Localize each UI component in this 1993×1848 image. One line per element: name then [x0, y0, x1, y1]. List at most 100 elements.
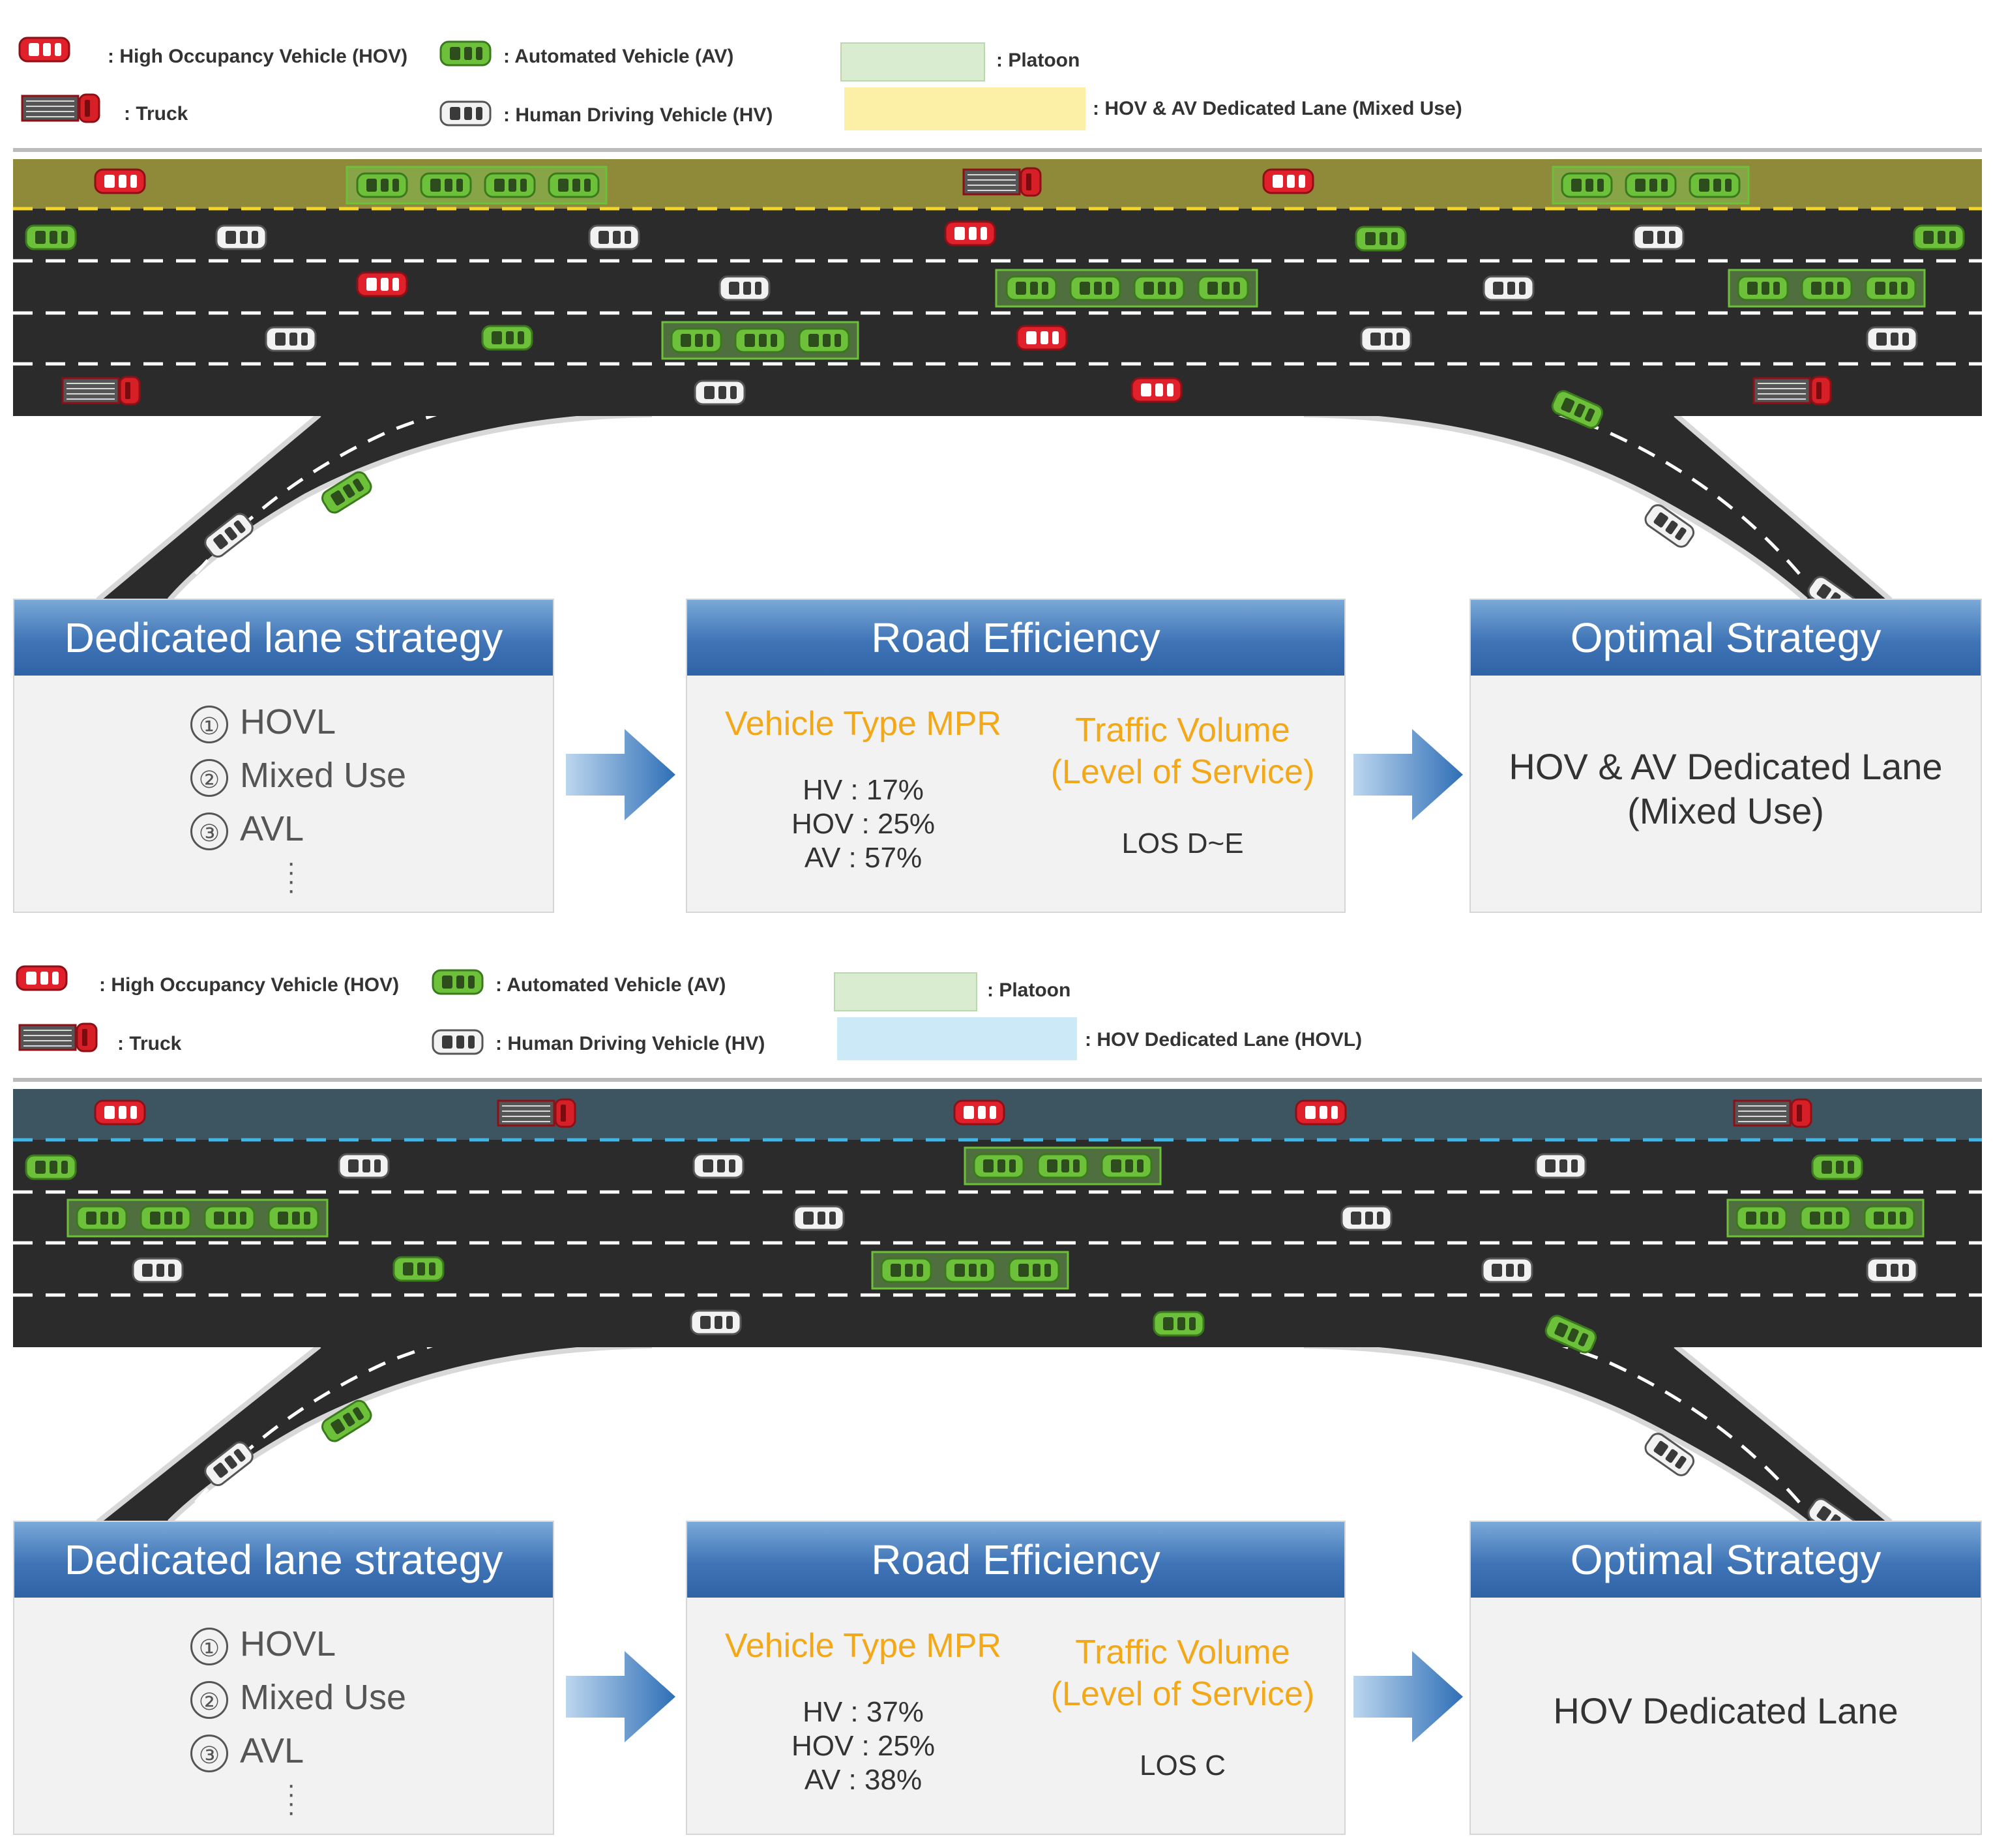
arrow-right-icon: [566, 1651, 675, 1742]
av-vehicle: [25, 1154, 77, 1180]
legend-hovl-label: : HOV Dedicated Lane (HOVL): [1085, 1029, 1362, 1051]
hov-vehicle: [1130, 377, 1183, 403]
legend-truck-icon: [21, 93, 100, 123]
av-vehicle: [1197, 275, 1249, 301]
number-badge: ①: [190, 705, 228, 743]
av-vehicle: [356, 172, 408, 198]
av-vehicle: [734, 327, 786, 353]
legend-hv-icon: [432, 1029, 484, 1055]
av-vehicle: [76, 1205, 128, 1231]
strategy-label: Mixed Use: [240, 1678, 407, 1717]
truck: [1752, 376, 1832, 406]
los-value: LOS C: [1139, 1750, 1226, 1781]
legend-platoon-label: : Platoon: [996, 50, 1080, 71]
hv-vehicle: [215, 224, 267, 250]
number-badge: ②: [190, 758, 228, 797]
hv-vehicle: [338, 1153, 390, 1179]
hov-vehicle: [944, 220, 996, 246]
av-vehicle: [1005, 275, 1057, 301]
traffic-volume-title: Traffic Volume (Level of Service): [1033, 1632, 1333, 1715]
av-vehicle: [1735, 1205, 1788, 1231]
hv-vehicle: [1644, 1433, 1695, 1476]
hov-vehicle: [1262, 168, 1314, 194]
hv-vehicle: [1481, 1257, 1533, 1283]
legend-hov-icon: [16, 965, 68, 991]
mpr-values: HV : 17% HOV : 25% AV : 57%: [713, 773, 1013, 875]
legend-platoon-swatch: [834, 972, 977, 1011]
hv-vehicle: [793, 1205, 845, 1231]
legend: : High Occupancy Vehicle (HOV) : Automat…: [16, 965, 1362, 1060]
box-title: Road Efficiency: [687, 1522, 1344, 1598]
mpr-title: Vehicle Type MPR: [725, 1627, 1001, 1665]
legend-platoon-label: : Platoon: [987, 979, 1070, 1001]
box-title: Optimal Strategy: [1471, 600, 1981, 676]
scenario-hovl-panel: : High Occupancy Vehicle (HOV) : Automat…: [0, 922, 1993, 1848]
los-value: LOS D~E: [1121, 827, 1244, 859]
mpr-av: AV : 57%: [804, 842, 923, 874]
av-vehicle: [1133, 275, 1185, 301]
hov-vehicle: [1016, 325, 1068, 351]
av-vehicle: [798, 327, 850, 353]
hv-vehicle: [692, 1153, 745, 1179]
av-vehicle: [1625, 172, 1677, 198]
av-vehicle: [1069, 275, 1121, 301]
number-badge: ①: [190, 1627, 228, 1665]
box-title: Road Efficiency: [687, 600, 1344, 676]
truck: [1733, 1098, 1812, 1128]
optimal-line1: HOV Dedicated Lane: [1553, 1690, 1898, 1731]
truck: [962, 167, 1042, 197]
av-vehicle: [25, 224, 77, 250]
strategy-label: AVL: [240, 1731, 304, 1770]
strategy-item-mixed-use: ② Mixed Use: [190, 1671, 406, 1724]
mpr-av: AV : 38%: [804, 1764, 923, 1796]
legend-platoon-swatch: [840, 42, 985, 82]
hv-vehicle: [1644, 504, 1695, 548]
av-vehicle: [1913, 224, 1965, 250]
number-badge: ②: [190, 1680, 228, 1719]
av-vehicle: [1100, 1153, 1153, 1179]
traffic-volume-title: Traffic Volume (Level of Service): [1033, 709, 1333, 793]
vehicles: [25, 1098, 1925, 1522]
optimal-strategy-text: HOV & AV Dedicated Lane (Mixed Use): [1471, 745, 1981, 833]
hv-vehicle: [1866, 1257, 1918, 1283]
road-diagram-hovl: : High Occupancy Vehicle (HOV) : Automat…: [13, 965, 1982, 1522]
av-vehicle: [140, 1205, 192, 1231]
strategy-label: HOVL: [240, 702, 336, 741]
av-vehicle: [1689, 172, 1741, 198]
hov-vehicle: [356, 271, 408, 297]
legend-hovl-swatch: [837, 1017, 1077, 1060]
hov-vehicle: [94, 168, 146, 194]
scenario-mixed-use-panel: : High Occupancy Vehicle (HOV) : Automat…: [13, 37, 1982, 913]
legend-hov-label: : High Occupancy Vehicle (HOV): [108, 46, 407, 67]
legend-av-label: : Automated Vehicle (AV): [495, 974, 726, 996]
legend-mixed-lane-label: : HOV & AV Dedicated Lane (Mixed Use): [1093, 98, 1462, 119]
hv-vehicle: [204, 513, 254, 558]
av-vehicle: [267, 1205, 319, 1231]
legend-hv-label: : Human Driving Vehicle (HV): [495, 1033, 765, 1054]
off-ramp: [1303, 363, 1893, 600]
av-vehicle: [1799, 1205, 1852, 1231]
legend-hov-icon: [18, 37, 70, 63]
legend-truck-icon: [18, 1022, 98, 1052]
optimal-strategy-box: Optimal Strategy HOV & AV Dedicated Lane…: [1469, 599, 1982, 913]
hv-vehicle: [1535, 1153, 1587, 1179]
av-vehicle: [973, 1153, 1025, 1179]
av-vehicle: [1865, 275, 1917, 301]
legend: : High Occupancy Vehicle (HOV) : Automat…: [18, 37, 1462, 130]
mpr-hv: HV : 17%: [803, 774, 924, 806]
legend-av-label: : Automated Vehicle (AV): [503, 46, 733, 67]
av-vehicle: [484, 172, 536, 198]
av-vehicle: [1561, 172, 1613, 198]
road-efficiency-box: Road Efficiency Vehicle Type MPR HV : 37…: [686, 1521, 1346, 1835]
more-dots-icon: ····: [287, 848, 296, 904]
hv-vehicle: [132, 1257, 184, 1283]
av-vehicle: [548, 172, 600, 198]
av-vehicle: [1544, 1315, 1597, 1354]
road-efficiency-box: Road Efficiency Vehicle Type MPR HV : 17…: [686, 599, 1346, 913]
